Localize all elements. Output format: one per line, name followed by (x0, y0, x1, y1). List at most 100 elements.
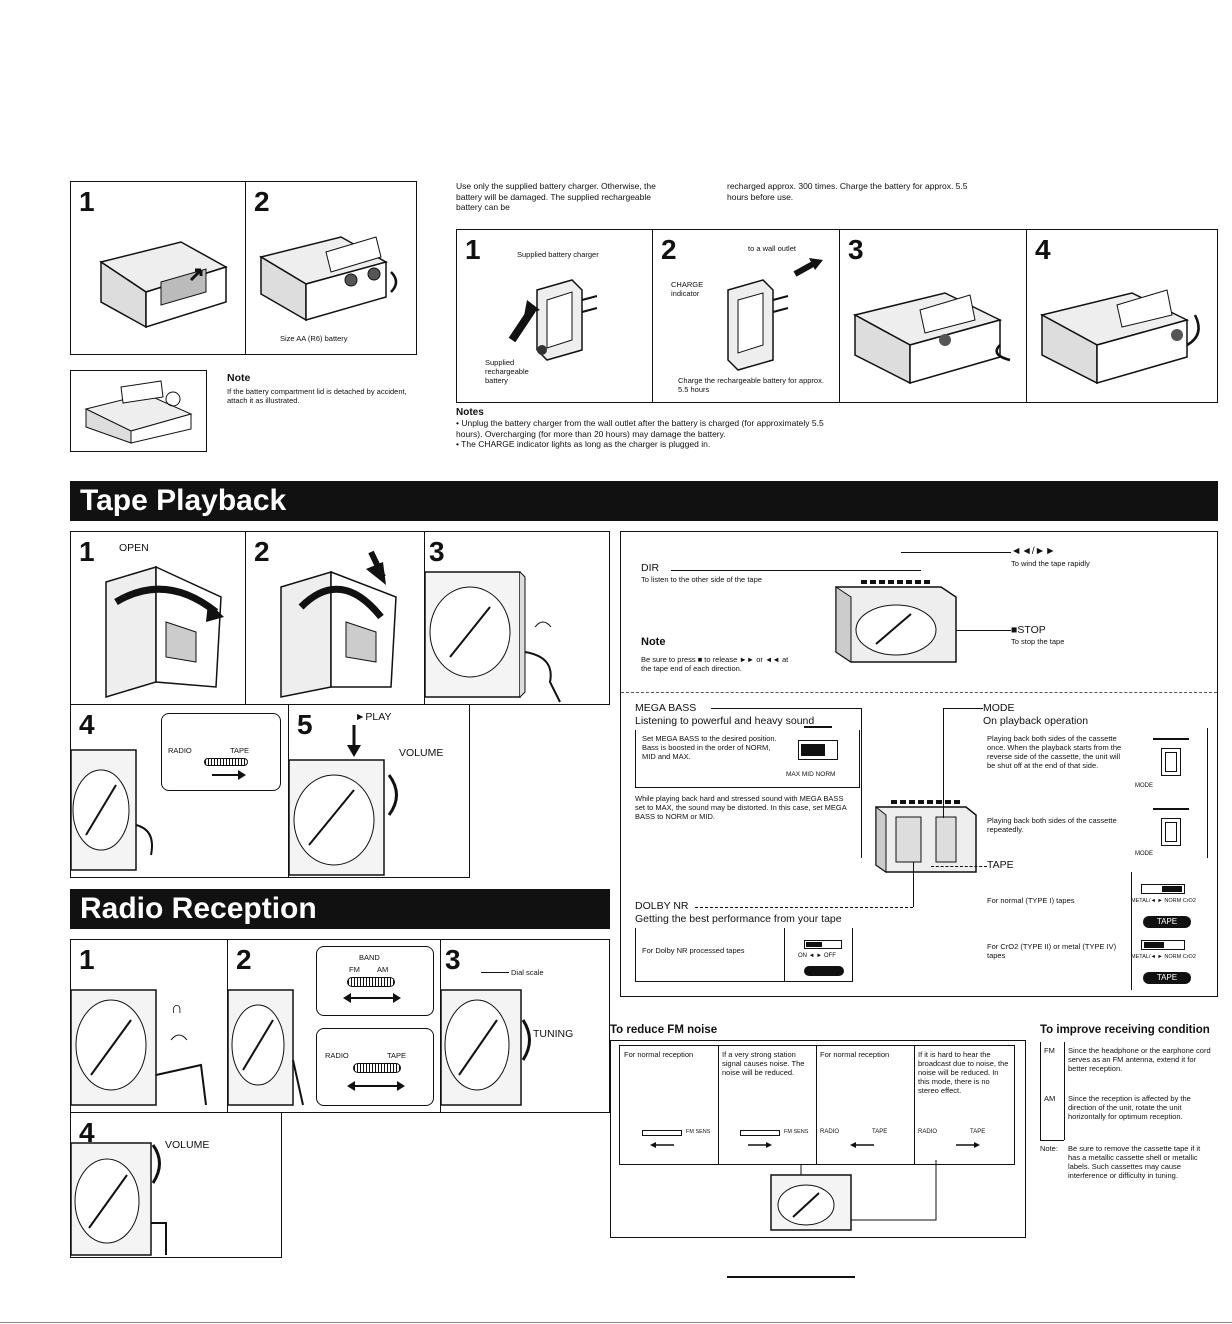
step-number: 3 (848, 234, 864, 265)
fm-noise-title: To reduce FM noise (610, 1024, 718, 1036)
arrow-icon (793, 258, 823, 277)
step-number: 3 (429, 536, 445, 567)
step-number: 2 (254, 536, 270, 567)
walkman-icon (1039, 289, 1200, 385)
step-number: 1 (79, 944, 95, 975)
wall-outlet-label: to a wall outlet (748, 244, 796, 253)
walkman-icon (280, 550, 397, 698)
walkman-icon (84, 380, 193, 444)
fm-sens-label-2: FM SENS (784, 1129, 809, 1135)
am-label: AM (377, 965, 389, 974)
note-2: • The CHARGE indicator lights as long as… (456, 439, 711, 449)
notes-title: Notes (456, 407, 484, 418)
section-title: Radio Reception (80, 892, 317, 925)
mega-bass-text1: Set MEGA BASS to the desired position. B… (642, 734, 777, 761)
step-number: 1 (79, 536, 95, 567)
ff-leader-line (901, 552, 1011, 553)
mega-bass-switch[interactable] (798, 740, 838, 760)
charger-step4-panel: 4 (1026, 229, 1218, 403)
step-number: 2 (236, 944, 252, 975)
mega-bass-title: MEGA BASS (635, 702, 697, 714)
radio-tape-switch-callout: RADIO TAPE (161, 713, 281, 791)
switch-right-label: TAPE (230, 746, 250, 755)
tape-title: TAPE (987, 859, 1014, 871)
tape-text2: For CrO2 (TYPE II) or metal (TYPE IV) ta… (987, 942, 1117, 960)
mode-leader-vert (943, 708, 944, 818)
band-switch[interactable] (347, 977, 395, 987)
fm-tip-text: Since the headphone or the earphone cord… (1068, 1046, 1211, 1073)
charger-label: Supplied battery charger (517, 250, 599, 259)
charger-icon (508, 279, 598, 361)
mode-switch-1[interactable] (1161, 748, 1181, 776)
arrow-icon (347, 1081, 405, 1091)
radio-tape-switch[interactable] (353, 1063, 401, 1073)
arrow-icon (748, 1142, 772, 1148)
fm-sens-switch-1[interactable] (642, 1130, 682, 1136)
battery-note: Note If the battery compartment lid is d… (227, 372, 427, 405)
mega-bass-divider (621, 692, 1217, 693)
tape-text1: For normal (TYPE I) tapes (987, 896, 1075, 905)
band-label: BAND (359, 953, 380, 962)
tape-badge-2: TAPE (1143, 972, 1191, 984)
walkman-icon (259, 236, 398, 322)
walkman-icon (99, 241, 228, 329)
arrow-icon (850, 1142, 874, 1148)
charger-step1-panel: 1 Supplied battery charger Supplied rech… (456, 229, 653, 403)
dolby-switch[interactable] (804, 940, 842, 949)
fm-col1-head: For normal reception (624, 1050, 694, 1059)
headphone-icon: ∩ (171, 1000, 183, 1017)
radio-label-3: RADIO (820, 1129, 840, 1135)
dolby-text: For Dolby NR processed tapes (642, 946, 745, 955)
mode-leader-line (943, 708, 983, 709)
step-number: 3 (445, 944, 461, 975)
dolby-title: DOLBY NR (635, 900, 689, 912)
mode-label-2: MODE (1135, 851, 1153, 857)
walkman-icon (288, 725, 398, 876)
mode-text2: Playing back both sides of the cassette … (987, 816, 1117, 834)
stop-leader-line (951, 630, 1011, 631)
mega-leader-vert (861, 708, 862, 858)
tape-badge-1: TAPE (1143, 916, 1191, 928)
tape-step4-panel: 4 RADIO TAPE (70, 704, 289, 878)
radio-tape-switch[interactable] (204, 758, 248, 766)
step-number: 5 (297, 709, 313, 740)
dolby-switch-labels: ON ◄ ► OFF (798, 953, 836, 959)
tape-step5-panel: 5 ►PLAY VOLUME (288, 704, 470, 878)
walkman-icon (424, 571, 561, 703)
note-text: Be sure to remove the cassette tape if i… (1068, 1144, 1201, 1180)
tape-box-edge (1131, 872, 1132, 990)
mode-switch-2[interactable] (1161, 818, 1181, 846)
tape-switch-1-label: METAL/◄ ► NORM CrO2 (1131, 898, 1196, 904)
switch-left-label: RADIO (168, 746, 192, 755)
dolby-badge (804, 966, 844, 976)
charger-step2-panel: 2 to a wall outlet CHARGE indicator Char… (652, 229, 840, 403)
volume-label: VOLUME (399, 747, 444, 759)
stop-title: ■STOP (1011, 624, 1046, 636)
dir-leader-line (671, 570, 921, 571)
mega-bass-sub: Listening to powerful and heavy sound (635, 715, 815, 727)
tape-step1-panel: 1 OPEN (70, 531, 246, 705)
arrow-icon (650, 1142, 674, 1148)
fm-sens-switch-2[interactable] (740, 1130, 780, 1136)
mega-bass-box: Set MEGA BASS to the desired position. B… (635, 726, 860, 788)
tape-switch-2[interactable] (1141, 940, 1185, 950)
dolby-leader-line (695, 907, 913, 908)
tape-switch-1[interactable] (1141, 884, 1185, 894)
switch-left-label: RADIO (325, 1051, 349, 1060)
walkman-icon (227, 989, 304, 1106)
tape-leader-line (931, 866, 987, 867)
dolby-sub: Getting the best performance from your t… (635, 913, 842, 925)
battery-size-label: Size AA (R6) battery (280, 334, 348, 343)
radio-step1-panel: 1 ∩ (70, 939, 228, 1113)
radio-step4-panel: 4 VOLUME (70, 1112, 282, 1258)
walkman-icon (770, 1160, 937, 1231)
walkman-icon (875, 800, 977, 873)
walkman-icon (835, 580, 957, 663)
radio-reception-banner: Radio Reception (70, 889, 610, 929)
note-title: Note (227, 372, 251, 384)
fm-col3-head: For normal reception (820, 1050, 890, 1059)
charger-notes: Notes • Unplug the battery charger from … (456, 407, 846, 450)
open-label: OPEN (119, 542, 149, 554)
dial-leader (481, 972, 509, 973)
step-number: 1 (465, 234, 481, 265)
